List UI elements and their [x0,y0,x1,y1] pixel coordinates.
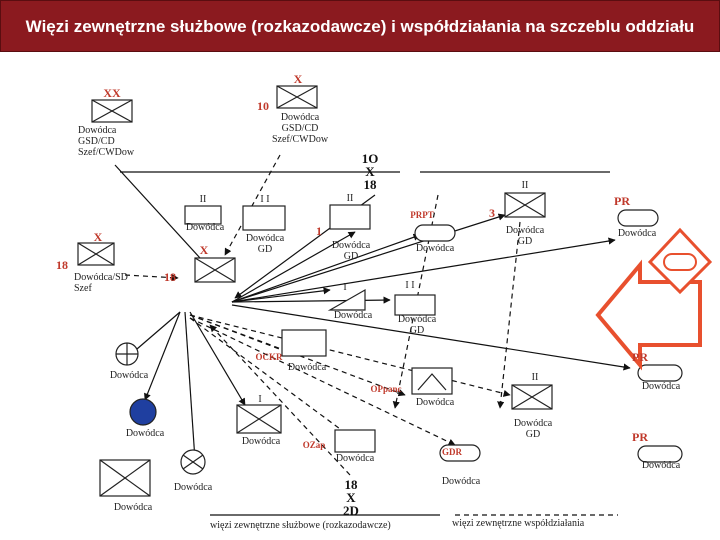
unit-left2-caption: Dowódca [125,428,165,439]
unit-i-label: I [343,282,347,293]
unit-left-x-num: 18 [56,258,68,272]
unit-ockr-label: OCKR [255,352,283,362]
unit-left2-circle [129,398,157,426]
dlink-top-main [224,154,281,256]
link-main-left5 [184,311,199,461]
unit-mid-ii-label: I I [405,280,415,291]
unit-pr1-label: PR [614,194,630,208]
unit-left-x-label: X [93,230,103,244]
unit-iii2-box [329,204,371,230]
unit-opanc-caption: Dowódca [415,397,455,408]
unit-prpt-box [414,224,456,242]
unit-pr2-box [637,364,683,382]
unit-ozap-label: OZap [302,440,326,450]
org-diagram [77,85,713,516]
unit-iii-label: I I [260,194,270,205]
unit-left3-caption: Dowódca [113,502,153,513]
unit-ii-caption: Dowódca [185,222,225,233]
unit-opanc-label: OPpanc [370,384,402,394]
unit-ii-box [184,205,222,225]
unit-prpt-caption: Dowódca [415,243,455,254]
link-main-ii2 [231,296,391,304]
link-main-pr1 [231,237,616,303]
unit-i-shape [327,288,366,311]
dlink-main-opanc [189,314,406,397]
link-main-ii [231,231,356,303]
unit-pr2-caption: Dowódca [641,381,681,392]
link-main-pr2 [231,304,631,371]
unit-gdr-box [439,444,481,462]
unit-top-x-label: X [293,72,303,86]
link-main-prpt [231,233,421,303]
unit-iii2-num: 1 [316,224,322,238]
link-main-left2 [144,311,181,401]
highlight-arrow [595,227,713,371]
unit-main-num: 18 [164,270,176,284]
unit-opanc-box [411,367,453,395]
page-title: Więzi zewnętrzne służbowe (rozkazodawcze… [25,16,695,36]
unit-left1-caption: Dowódca [109,370,149,381]
dlink-ii3-lr [497,221,521,409]
title-banner: Więzi zewnętrzne służbowe (rozkazodawcze… [0,0,720,52]
legend-solid-text: więzi zewnętrzne służbowe (rozkazodawcze… [210,520,391,531]
unit-pr1-box [617,209,659,227]
unit-ozap-box [334,429,376,453]
unit-iii-box [242,205,286,231]
unit-ii-label: II [199,194,207,205]
link-main-bl [189,311,246,406]
link-xx-main [114,164,201,259]
dlink-bot-main [209,324,351,476]
dlink-main-ozap [189,317,356,441]
dashed-links [124,154,618,516]
unit-mid-ii-box [394,294,436,316]
unit-top-x-num: 10 [257,99,269,113]
unit-bl-i-label: I [258,394,262,405]
unit-gdr-caption: Dowódca [441,476,481,487]
link-main-i [231,287,331,303]
unit-gdr-label: GDR [442,447,462,457]
unit-main-label: X [199,243,209,257]
link-main-ii3 [231,213,506,303]
unit-i-caption: Dowódca [333,310,373,321]
unit-pr3-box [637,445,683,463]
unit-ozap-caption: Dowódca [335,453,375,464]
link-main-left1 [129,311,181,356]
dlink-main-gdr [189,317,456,446]
unit-pr3-label: PR [632,430,648,444]
unit-ockr-caption: Dowódca [287,362,327,373]
unit-pr2-label: PR [632,350,648,364]
unit-right-ii-label: II [521,180,529,191]
unit-symbols [77,85,683,497]
unit-iii2-label: II [346,193,354,204]
dlink-main-lrii [189,314,511,397]
unit-pr1-caption: Dowódca [617,228,657,239]
legend-dashed-text: więzi zewnętrzne współdziałania [452,518,585,529]
unit-xx-label: XX [103,86,121,100]
unit-right-ii-num: 3 [489,206,495,220]
unit-ockr-box [281,329,327,357]
unit-left5-caption: Dowódca [173,482,213,493]
unit-lr-ii-label: II [531,372,539,383]
unit-pr3-caption: Dowódca [641,460,681,471]
unit-bl-i-caption: Dowódca [241,436,281,447]
unit-prpt-label: PRPT [410,210,434,220]
